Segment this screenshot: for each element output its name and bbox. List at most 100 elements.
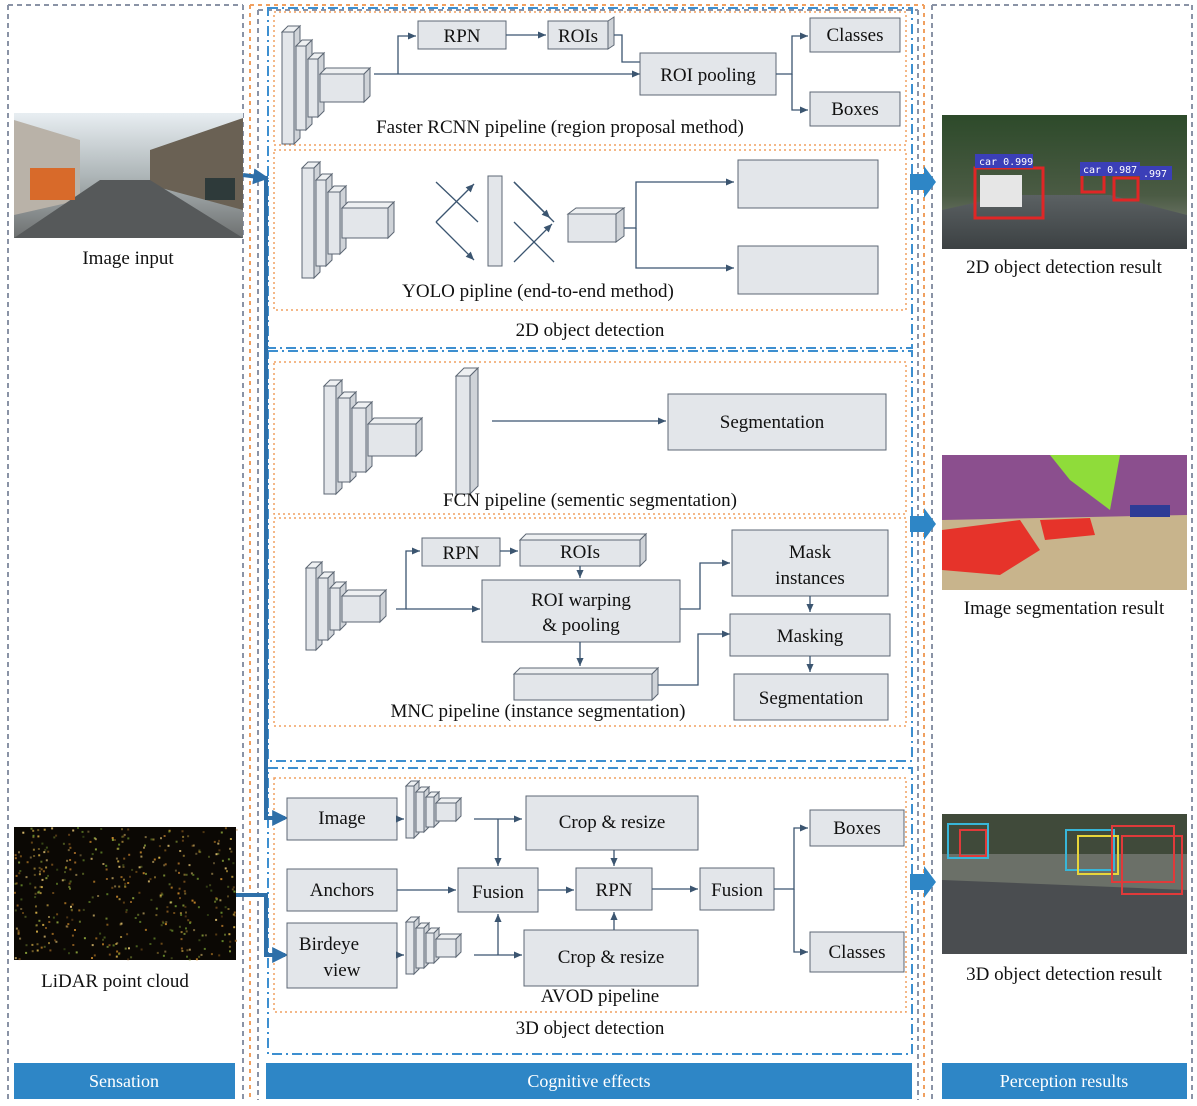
- avod-birdeye-line1: Birdeye: [299, 934, 359, 955]
- mnc-mask-instances-line1: Mask: [789, 542, 832, 563]
- faster-rcnn-pipeline: RPN ROIs ROI pooling Classes Boxes Faste…: [280, 16, 901, 146]
- perception-label: Perception results: [1000, 1071, 1128, 1091]
- frcnn-rois-box: [547, 20, 609, 50]
- frcnn-cnn-icon: [280, 24, 372, 146]
- avod-crop-bottom-label: Crop & resize: [558, 947, 665, 968]
- mnc-roi-warping-line1: ROI warping: [531, 590, 631, 611]
- avod-birdeye-box: [286, 922, 398, 989]
- cnn-layer: [281, 31, 295, 145]
- avod-image-box: [286, 797, 398, 841]
- cnn-layer: [323, 385, 337, 495]
- cnn-layer: [327, 191, 341, 255]
- cnn-layer: [415, 791, 425, 833]
- perception-bar: [942, 1063, 1187, 1099]
- avod-crop-top-box: [525, 795, 699, 851]
- avod-rpn-label: RPN: [596, 880, 633, 901]
- avod-rpn-box: [575, 867, 653, 911]
- avod-crop-top-label: Crop & resize: [559, 812, 666, 833]
- image-input-photo: [14, 113, 243, 238]
- yolo-fc-layer: [487, 175, 503, 267]
- cnn-layer: [295, 45, 307, 131]
- det3d-result-image: [942, 814, 1187, 954]
- avod-fusion1-label: Fusion: [472, 882, 524, 903]
- mnc-masking-box: [729, 613, 891, 657]
- cnn-layer: [415, 927, 425, 969]
- avod-crop-bottom-box: [523, 929, 699, 987]
- avod-caption: AVOD pipeline: [541, 986, 659, 1007]
- mnc-mask-feature-block: [513, 673, 653, 701]
- avod-anchors-box: [286, 868, 398, 912]
- frcnn-classes-box: [809, 17, 901, 53]
- avod-fusion2-box: [699, 867, 775, 911]
- avod-classes-label: Classes: [829, 942, 886, 963]
- lidar-point-cloud: [14, 827, 238, 961]
- yolo-output-block: [567, 213, 617, 243]
- frcnn-roi-pooling-box: [639, 52, 777, 96]
- cognitive-bar: [266, 1063, 912, 1099]
- cnn-layer: [315, 179, 327, 267]
- det3d-caption: 3D object detection result: [966, 964, 1162, 985]
- fcn-pipeline: Segmentation FCN pipeline (sementic segm…: [322, 366, 887, 511]
- avod-boxes-box: [809, 809, 905, 847]
- mnc-caption: MNC pipeline (instance segmentation): [391, 701, 686, 722]
- avod-pipeline: Image Anchors Birdeye view Fusion Crop &…: [286, 779, 905, 1007]
- cnn-layer: [317, 577, 329, 641]
- column-borders: [7, 4, 1193, 1100]
- seg-caption: Image segmentation result: [964, 598, 1165, 619]
- mnc-segmentation-label: Segmentation: [759, 688, 864, 709]
- segmentation-result-image: [942, 455, 1187, 590]
- cnn-layer: [337, 397, 351, 483]
- cnn-layer: [425, 796, 435, 828]
- cognitive-label: Cognitive effects: [527, 1071, 650, 1091]
- frcnn-rpn-label: RPN: [444, 26, 481, 47]
- fcn-segmentation-box: [667, 393, 887, 451]
- cnn-layer: [367, 423, 417, 457]
- cnn-layer: [301, 167, 315, 279]
- mnc-rpn-box: [421, 537, 501, 567]
- mnc-mask-instances-line2: instances: [775, 568, 845, 589]
- mnc-roi-warping-box: [481, 579, 681, 643]
- sensation-bar: [14, 1063, 235, 1099]
- det3d-group-title: 3D object detection: [516, 1018, 665, 1039]
- fcn-segmentation-label: Segmentation: [720, 412, 825, 433]
- cnn-layer: [319, 73, 365, 103]
- lidar-caption: LiDAR point cloud: [41, 971, 189, 992]
- avod-anchors-label: Anchors: [310, 880, 374, 901]
- yolo-output-box-1: [737, 159, 879, 209]
- det2d-result-image: car 0.999 car 0.987 .997: [942, 115, 1187, 249]
- input-flow-arrows: [236, 168, 289, 963]
- det2d-label-3: .997: [1143, 169, 1167, 180]
- yolo-cnn-icon: [300, 160, 396, 280]
- mnc-rpn-label: RPN: [443, 543, 480, 564]
- frcnn-rois-label: ROIs: [558, 26, 598, 47]
- cnn-layer: [305, 567, 317, 651]
- footer-bars: Sensation Cognitive effects Perception r…: [14, 1063, 1187, 1099]
- cnn-layer: [351, 407, 367, 473]
- frcnn-classes-label: Classes: [827, 25, 884, 46]
- yolo-pipeline: YOLO pipline (end-to-end method): [300, 159, 879, 302]
- frcnn-rpn-box: [417, 20, 507, 50]
- avod-image-cnn-icon: [404, 779, 463, 840]
- det2d-label-1: car 0.999: [979, 157, 1033, 168]
- image-input-caption: Image input: [82, 248, 174, 269]
- frcnn-boxes-label: Boxes: [831, 99, 879, 120]
- sensation-label: Sensation: [89, 1071, 159, 1091]
- avod-classes-box: [809, 931, 905, 973]
- cnn-layer: [341, 207, 389, 239]
- cnn-layer: [425, 932, 435, 964]
- det2d-group-title: 2D object detection: [516, 320, 665, 341]
- cnn-layer: [405, 921, 415, 975]
- mnc-rois-label: ROIs: [560, 542, 600, 563]
- cnn-layer: [307, 58, 319, 118]
- cnn-layer: [435, 802, 457, 822]
- frcnn-boxes-box: [809, 91, 901, 127]
- yolo-output-box-2: [737, 245, 879, 295]
- avod-boxes-label: Boxes: [833, 818, 881, 839]
- mnc-segmentation-box: [733, 673, 889, 721]
- avod-birdeye-line2: view: [324, 960, 361, 981]
- frcnn-caption: Faster RCNN pipeline (region proposal me…: [376, 117, 744, 138]
- det2d-caption: 2D object detection result: [966, 257, 1162, 278]
- avod-image-label: Image: [318, 808, 365, 829]
